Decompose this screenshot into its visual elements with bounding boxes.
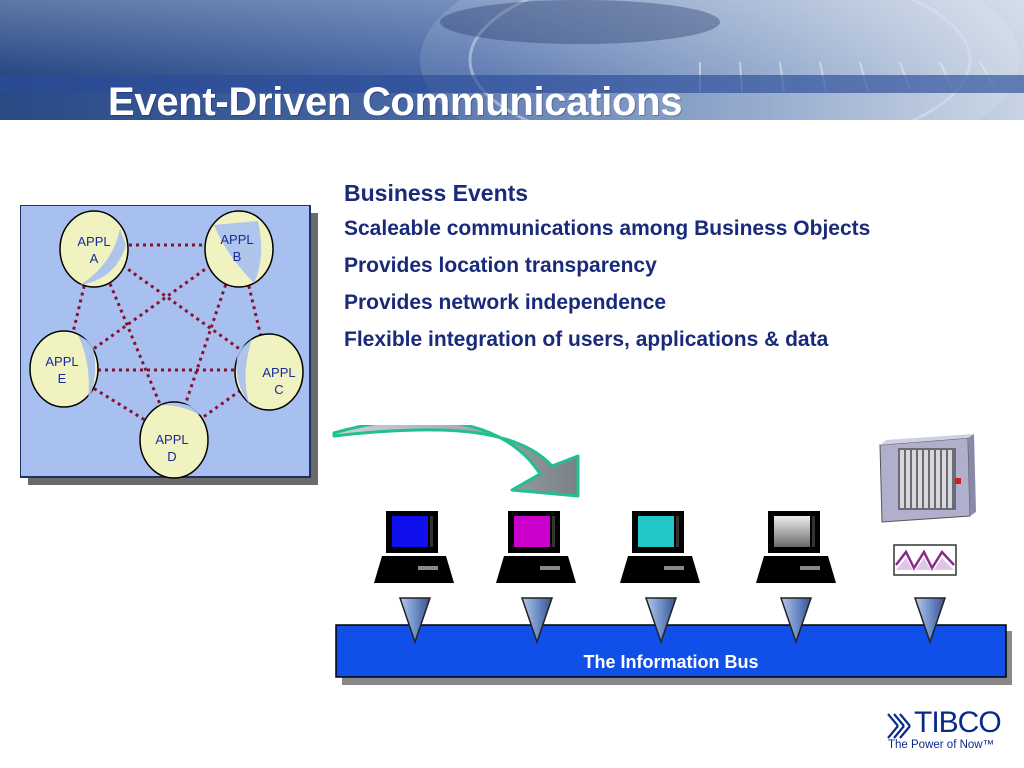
- header-banner: [0, 0, 1024, 120]
- logo-wordmark: TIBCO: [914, 706, 1002, 739]
- appl-b-label: APPL B: [220, 232, 254, 264]
- appl-e-label: APPL E: [45, 354, 79, 386]
- information-bus-diagram: [332, 425, 1012, 685]
- appl-c-label: APPL C: [262, 365, 296, 397]
- appl-d-label: APPL D: [155, 432, 189, 464]
- bullet-item: Scaleable communications among Business …: [344, 217, 871, 240]
- bullet-item: Provides location transparency: [344, 254, 657, 277]
- computer-icon-3: [620, 511, 700, 583]
- appl-a-label: APPL A: [77, 234, 111, 266]
- computer-icon-1: [374, 511, 454, 583]
- server-rack-icon: [879, 434, 976, 523]
- mesh-diagram: APPL A APPL B APPL C APPL D APPL E: [20, 205, 318, 485]
- tibco-chevron-icon: [887, 713, 911, 739]
- node-appl-c: [234, 333, 304, 411]
- bullet-heading: Business Events: [344, 180, 529, 206]
- bullet-list: Business Events Scaleable communications…: [344, 180, 870, 365]
- computer-icon-4: [756, 511, 836, 583]
- logo-tagline: The Power of Now™: [888, 739, 995, 751]
- bus-connectors: [398, 597, 947, 645]
- waveform-box-icon: [893, 544, 957, 576]
- bullet-item: Flexible integration of users, applicati…: [344, 328, 829, 351]
- node-appl-d: [139, 401, 209, 479]
- event-flow-arrow: [332, 425, 580, 498]
- bullet-item: Provides network independence: [344, 291, 667, 314]
- computer-icon-2: [496, 511, 576, 583]
- information-bus-label: The Information Bus: [583, 652, 759, 672]
- information-bus-bar: [335, 624, 1007, 678]
- node-appl-e: [29, 330, 99, 408]
- tibco-logo: TIBCO The Power of Now™: [886, 706, 1010, 756]
- page-title: Event-Driven Communications: [108, 80, 683, 124]
